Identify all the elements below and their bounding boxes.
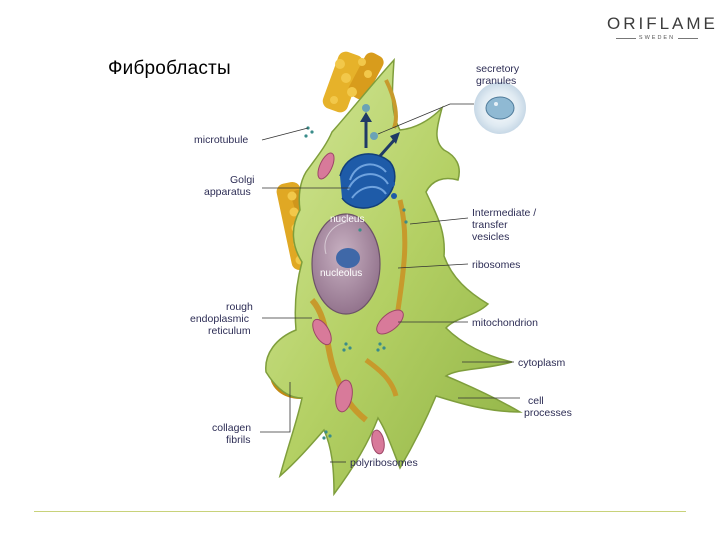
label-mitochondrion: mitochondrion [472,317,538,329]
rough-er [309,79,408,423]
nucleus [311,213,381,315]
brand-line-left [615,37,636,39]
label-golgi-1: Golgi [230,174,255,186]
footer-divider [34,511,686,512]
label-cytoplasm: cytoplasm [518,357,566,369]
brand-sub-row: SWEDEN [607,35,707,41]
label-vesicles-1: Intermediate / [472,207,536,219]
golgi-apparatus [339,153,397,209]
label-collagen-2: fibrils [226,434,251,446]
label-secretory-granules-2: granules [476,75,516,87]
label-polyribosomes: polyribosomes [350,457,418,469]
slide-title: Фибробласты [108,58,231,79]
label-rough-er-1: rough [226,301,253,313]
label-ribosomes: ribosomes [472,259,520,271]
label-golgi-2: apparatus [204,186,251,198]
polyribosomes [304,126,408,440]
collagen-top [322,51,384,113]
diagram-labels: secretory granules microtubule Golgi app… [190,63,572,469]
label-rough-er-2: endoplasmic [190,313,249,325]
nucleolus-shape [336,248,360,268]
label-collagen-1: collagen [212,422,251,434]
label-cell-processes-1: cell [528,395,544,407]
label-vesicles-2: transfer [472,219,508,231]
label-cell-processes-2: processes [524,407,572,419]
secretory-granules-callout [474,82,526,134]
label-nucleolus: nucleolus [320,268,362,279]
mitochondria [312,152,404,455]
label-nucleus: nucleus [330,214,364,225]
brand-logo: ORIFLAME SWEDEN [607,14,718,41]
brand-line-right [678,37,699,39]
label-microtubule: microtubule [194,134,248,146]
brand-sub: SWEDEN [638,35,676,41]
label-secretory-granules-1: secretory [476,63,520,75]
brand-name: ORIFLAME [607,14,718,33]
label-rough-er-3: reticulum [208,325,251,337]
secretion-arrows [360,104,400,157]
label-vesicles-3: vesicles [472,231,509,243]
leader-lines [260,103,520,463]
